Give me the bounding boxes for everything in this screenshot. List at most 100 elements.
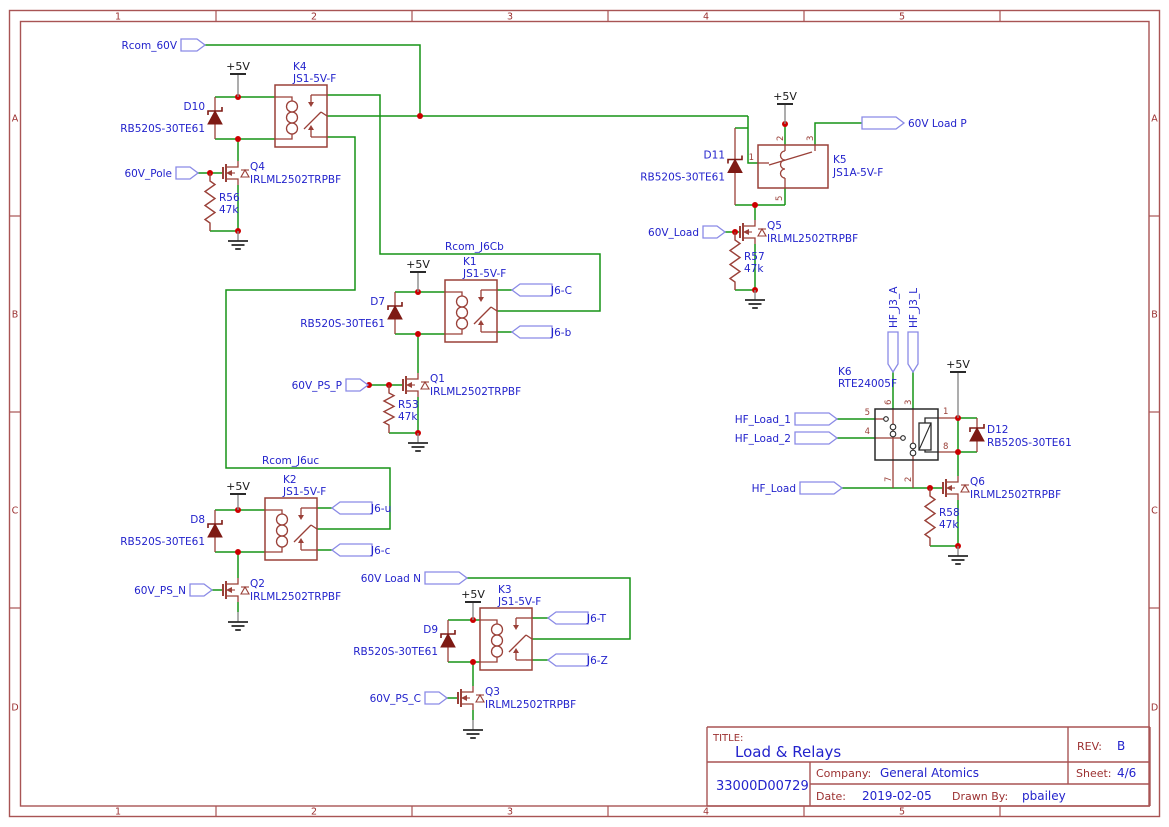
junction-dot xyxy=(417,113,423,119)
mosfet-Q3[interactable] xyxy=(457,686,485,710)
diode-triangle xyxy=(207,522,223,538)
pin-number: 2 xyxy=(904,477,914,482)
port-60V-Load-N[interactable]: 60V Load N xyxy=(361,571,469,585)
diode-D7[interactable] xyxy=(387,292,403,334)
resistor-R58[interactable] xyxy=(923,488,937,546)
net-label-Rcom-J6Cb: Rcom_J6Cb xyxy=(445,241,504,253)
designator-Q5: Q5 xyxy=(767,220,782,232)
diode-D10[interactable] xyxy=(207,97,223,139)
border-column-number: 3 xyxy=(507,807,513,818)
port-60V-PS-N[interactable]: 60V_PS_N xyxy=(134,583,214,597)
power-5v-symbol[interactable]: +5V xyxy=(461,588,485,620)
mosfet-Q5[interactable] xyxy=(739,220,767,244)
outer-border xyxy=(8,9,1161,818)
relay-K2[interactable] xyxy=(264,497,318,561)
port-shape xyxy=(799,481,844,495)
power-5v-symbol[interactable]: +5V xyxy=(773,90,797,124)
mosfet-arrow-icon xyxy=(226,587,232,593)
port-HF-Load-1[interactable]: HF_Load_1 xyxy=(735,412,839,426)
body-diode-icon xyxy=(960,483,970,493)
diode-D8[interactable] xyxy=(207,510,223,552)
coil-lead xyxy=(445,329,463,335)
port-shape xyxy=(510,325,553,339)
mosfet-Q4[interactable] xyxy=(222,161,250,185)
port-J6-C[interactable]: J6-C xyxy=(510,283,572,297)
ground-symbol[interactable] xyxy=(228,612,248,631)
resistor-zigzag xyxy=(923,488,937,546)
designator-R57: R57 xyxy=(744,251,765,263)
doc-number: 33000D00729 xyxy=(716,779,809,794)
diode-D9[interactable] xyxy=(440,620,456,662)
port-J6-c[interactable]: J6-c xyxy=(330,543,391,557)
port-J6-T[interactable]: J6-T xyxy=(546,611,607,625)
port-label: HF_Load xyxy=(752,483,796,495)
port-shape xyxy=(424,571,469,585)
part-number-K2: JS1-5V-F xyxy=(282,486,326,498)
relay-K1[interactable] xyxy=(444,279,498,343)
relay-K3[interactable] xyxy=(479,607,533,671)
mosfet-Q1[interactable] xyxy=(402,373,430,397)
port-J6-b[interactable]: J6-b xyxy=(510,325,572,339)
designator-K1: K1 xyxy=(463,256,477,268)
port-label: J6-c xyxy=(370,545,391,557)
port-J6-u[interactable]: J6-u xyxy=(330,501,391,515)
port-60V-PS-C[interactable]: 60V_PS_C xyxy=(370,691,449,705)
ground-symbol[interactable] xyxy=(228,231,248,250)
port-shape xyxy=(175,166,200,180)
wire xyxy=(814,122,862,145)
pin-number: 1 xyxy=(943,407,948,417)
port-60V-Load-P[interactable]: 60V Load P xyxy=(861,116,967,130)
port-J6-Z[interactable]: J6-Z xyxy=(546,653,608,667)
border-column-number: 4 xyxy=(703,807,709,818)
diode-D12[interactable] xyxy=(969,418,985,452)
power-5v-symbol[interactable]: +5V xyxy=(946,358,970,418)
port-label: HF_Load_1 xyxy=(735,414,791,426)
part-number-D9: RB520S-30TE61 xyxy=(353,646,438,658)
border-row-letter: B xyxy=(1151,310,1158,321)
border-column-number: 4 xyxy=(703,12,709,23)
diode-D11[interactable] xyxy=(727,128,743,205)
port-HF-Load-2[interactable]: HF_Load_2 xyxy=(735,431,839,445)
power-net-label: +5V xyxy=(226,480,250,493)
ground-symbol[interactable] xyxy=(463,720,483,739)
resistor-value-R58: 47k xyxy=(939,519,959,531)
relay-K4[interactable] xyxy=(274,84,328,148)
port-Rcom-60V[interactable]: Rcom_60V xyxy=(121,38,207,52)
body-diode-icon xyxy=(420,380,430,390)
port-60V-Pole[interactable]: 60V_Pole xyxy=(124,166,200,180)
coil-lead xyxy=(265,509,283,514)
pin-number: 5 xyxy=(775,196,785,201)
coil-lead xyxy=(275,134,293,140)
power-5v-symbol[interactable]: +5V xyxy=(226,480,250,510)
port-60V-PS-P[interactable]: 60V_PS_P xyxy=(292,378,370,392)
ground-symbol[interactable] xyxy=(948,546,968,565)
power-5v-symbol[interactable]: +5V xyxy=(226,60,250,97)
contact-cross xyxy=(889,430,897,438)
part-number-D11: RB520S-30TE61 xyxy=(640,172,725,184)
sheet-title: Load & Relays xyxy=(735,743,841,761)
power-5v-symbol[interactable]: +5V xyxy=(406,258,430,292)
relay-K5[interactable] xyxy=(757,144,829,189)
designator-K3: K3 xyxy=(498,584,512,596)
port-HF-J3-A[interactable]: HF_J3_A xyxy=(887,286,900,374)
resistor-R56[interactable] xyxy=(203,173,217,231)
coil-lead xyxy=(265,547,283,553)
port-60V-Load[interactable]: 60V_Load xyxy=(648,225,727,239)
resistor-R53[interactable] xyxy=(382,385,396,433)
port-label: 60V_PS_N xyxy=(134,585,186,597)
contact-stub xyxy=(490,306,498,312)
port-label: J6-u xyxy=(370,503,391,515)
part-number-D10: RB520S-30TE61 xyxy=(120,123,205,135)
port-HF-J3-L[interactable]: HF_J3_L xyxy=(907,288,920,374)
arrow-up-icon xyxy=(308,125,314,130)
resistor-R57[interactable] xyxy=(728,232,742,290)
mosfet-arrow-icon xyxy=(406,382,412,388)
ground-symbol[interactable] xyxy=(745,290,765,309)
mosfet-Q2[interactable] xyxy=(222,578,250,602)
ground-symbol[interactable] xyxy=(408,433,428,452)
designator-D11: D11 xyxy=(704,150,725,162)
port-HF-Load[interactable]: HF_Load xyxy=(752,481,844,495)
port-shape xyxy=(330,543,373,557)
relay-K6[interactable] xyxy=(874,408,939,461)
mosfet-Q6[interactable] xyxy=(942,476,970,500)
